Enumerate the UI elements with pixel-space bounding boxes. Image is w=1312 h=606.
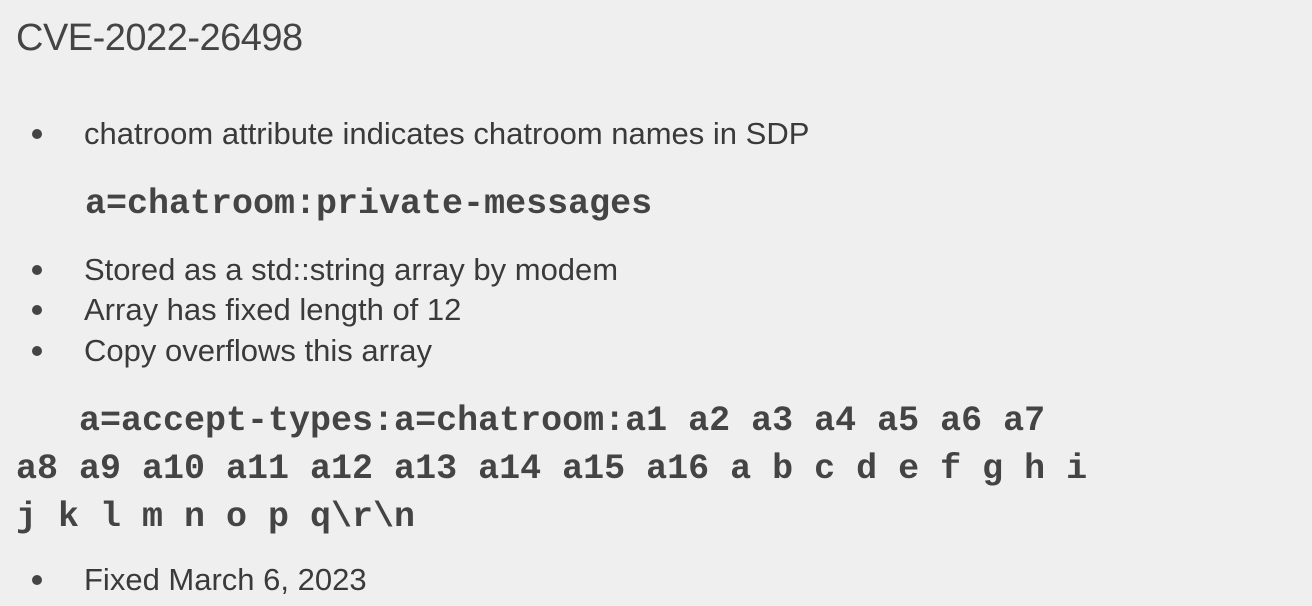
bullet-text: chatroom attribute indicates chatroom na… — [84, 116, 810, 151]
bullet-text: Stored as a std::string array by modem — [84, 252, 619, 287]
code-line: a8 a9 a10 a11 a12 a13 a14 a15 a16 a b c … — [16, 449, 1088, 489]
slide-title: CVE-2022-26498 — [16, 17, 303, 59]
bullet-text: Array has fixed length of 12 — [84, 292, 462, 327]
code-example-chatroom: a=chatroom:private-messages — [85, 184, 653, 224]
bullet-dot-icon — [32, 575, 42, 585]
bullet-dot-icon — [32, 305, 42, 315]
bullet-dot-icon — [32, 265, 42, 275]
code-example-overflow: a=accept-types:a=chatroom:a1 a2 a3 a4 a5… — [16, 397, 1296, 541]
bullet-text: Fixed March 6, 2023 — [84, 562, 367, 597]
bullet-dot-icon — [32, 346, 42, 356]
bullet-text: Copy overflows this array — [84, 333, 433, 368]
bullet-dot-icon — [32, 129, 42, 139]
code-line: j k l m n o p q\r\n — [16, 497, 416, 537]
code-line: a=accept-types:a=chatroom:a1 a2 a3 a4 a5… — [16, 401, 1046, 441]
